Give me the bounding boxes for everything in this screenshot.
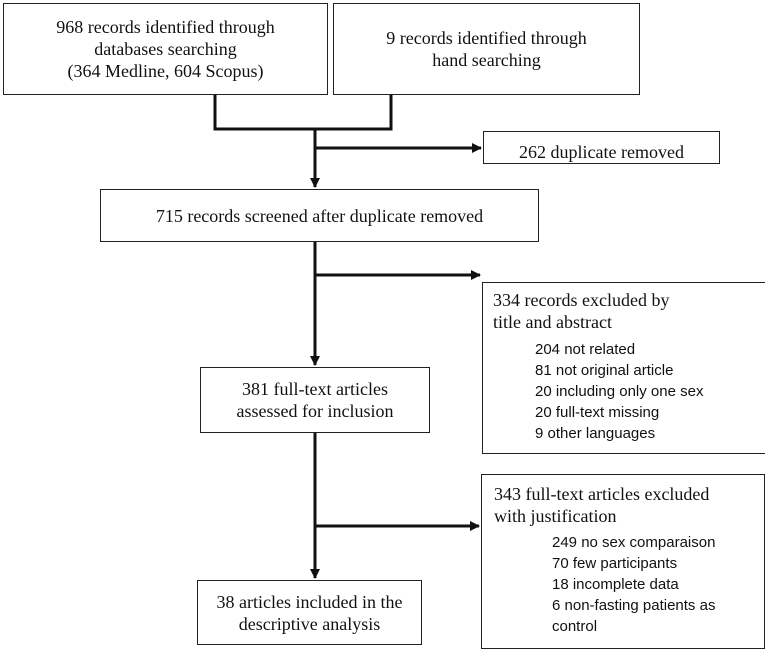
exclusion-reason: control [552,618,598,635]
database-records-line-3: (364 Medline, 604 Scopus) [67,61,264,81]
records-screened-box: 715 records screened after duplicate rem… [100,189,539,242]
hand-search-line-2: hand searching [432,50,541,70]
exclusion-reason: 70 few participants [552,555,678,572]
hand-search-line-1: 9 records identified through [386,28,587,48]
excluded-fulltext-line-1: 343 full-text articles excluded [494,484,710,504]
excluded-fulltext-reasons: 249 no sex comparaison 70 few participan… [494,532,764,637]
exclusion-reason: 9 other languages [535,425,656,442]
hand-search-records-box: 9 records identified through hand search… [333,3,640,95]
database-records-line-1: 968 records identified through [56,17,275,37]
fulltext-assessed-line-2: assessed for inclusion [236,401,394,421]
excluded-fulltext-box: 343 full-text articles excluded with jus… [481,474,765,649]
database-records-line-2: databases searching [94,39,237,59]
excluded-title-abstract-box: 334 records excluded by title and abstra… [482,282,765,454]
articles-included-line-1: 38 articles included in the [216,591,403,612]
excluded-fulltext-line-2: with justification [494,506,617,526]
excluded-title-abstract-reasons: 204 not related 81 not original article … [493,339,765,444]
exclusion-reason: 81 not original article [535,362,674,379]
exclusion-reason: 20 full-text missing [535,404,660,421]
fulltext-assessed-box: 381 full-text articles assessed for incl… [200,367,430,433]
duplicates-removed-label: 262 duplicate removed [519,142,684,162]
records-screened-label: 715 records screened after duplicate rem… [155,205,484,226]
exclusion-reason: 204 not related [535,341,636,358]
fulltext-assessed-line-1: 381 full-text articles [242,379,388,399]
duplicates-removed-box: 262 duplicate removed [483,131,720,164]
exclusion-reason: 249 no sex comparaison [552,534,716,551]
excluded-title-abstract-line-2: title and abstract [493,312,612,332]
exclusion-reason: 18 incomplete data [552,576,679,593]
database-records-box: 968 records identified through databases… [3,3,328,95]
exclusion-reason: 20 including only one sex [535,383,704,400]
articles-included-box: 38 articles included in the descriptive … [197,580,422,645]
excluded-title-abstract-line-1: 334 records excluded by [493,290,670,310]
exclusion-reason: 6 non-fasting patients as [552,597,716,614]
articles-included-line-2: descriptive analysis [238,613,381,634]
